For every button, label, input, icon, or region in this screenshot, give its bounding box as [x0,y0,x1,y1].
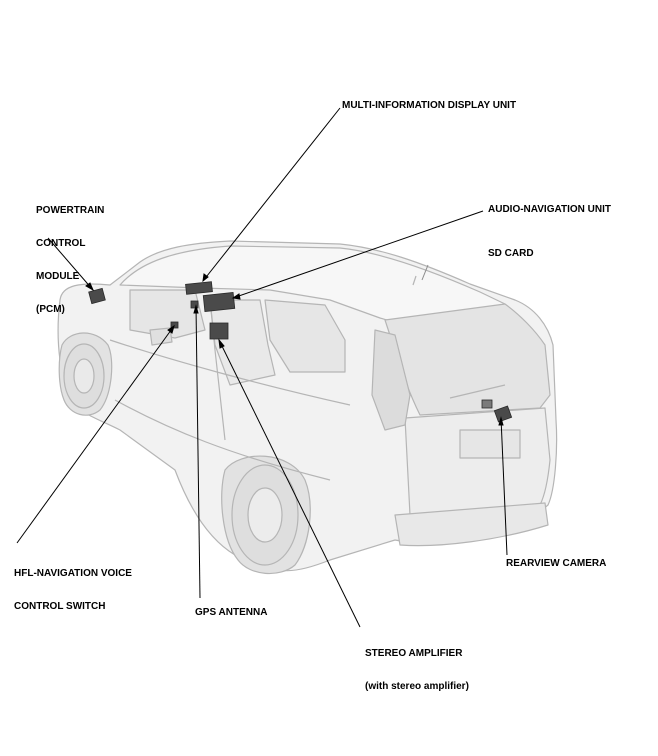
label-audio-nav-unit: AUDIO-NAVIGATION UNIT [488,204,611,215]
roof-antenna [412,275,417,286]
tail-light [371,329,411,431]
rear-wiper [449,384,506,399]
leader-hfl [16,325,175,544]
label-sd-card: SD CARD [488,248,534,259]
gps-antenna-component [190,300,199,309]
leader-rearview-camera [500,417,508,556]
leader-stereo-amp [218,339,361,628]
vehicle-illustration [57,240,558,575]
rear-wheel-hub [247,487,283,543]
body-line-lower [114,399,331,481]
pcm-module [88,287,106,305]
leader-multi-info-display [202,107,341,282]
label-pcm-line4: (PCM) [36,304,65,315]
rear-bumper [394,502,549,547]
leader-lines [16,107,508,628]
label-stereo-amp-line2: (with stereo amplifier) [365,681,469,692]
leader-gps [195,305,201,599]
label-hfl: HFL-NAVIGATION VOICE CONTROL SWITCH [14,546,132,623]
side-mirror [149,327,173,346]
label-stereo-amp: STEREO AMPLIFIER (with stereo amplifier) [365,626,469,703]
label-hfl-line1: HFL-NAVIGATION VOICE [14,568,132,579]
label-pcm-line1: POWERTRAIN [36,205,105,216]
label-multi-info-display: MULTI-INFORMATION DISPLAY UNIT [342,100,517,111]
label-hfl-line2: CONTROL SWITCH [14,601,106,612]
label-stereo-amp-line1: STEREO AMPLIFIER [365,648,463,659]
hfl-switch-component [170,321,179,329]
tailgate [404,407,551,516]
door-seam [209,299,226,441]
rear-license-area [459,429,521,459]
label-rearview-camera: REARVIEW CAMERA [506,558,607,569]
body-line-upper [109,339,351,406]
leader-pcm [47,237,94,291]
rear-side-window [264,299,346,373]
front-wheel-hub [73,358,95,394]
leader-sd-card [421,264,429,281]
label-gps-antenna: GPS ANTENNA [195,607,268,618]
front-side-window [129,289,206,339]
components [88,281,513,423]
label-pcm-line3: MODULE [36,271,80,282]
rear-handle-component [481,399,493,409]
multi-info-display-component [185,281,213,295]
label-pcm: POWERTRAIN CONTROL MODULE (PCM) [36,183,104,326]
label-pcm-line2: CONTROL [36,238,86,249]
leader-audio-nav [232,210,484,299]
stereo-amp-component [209,322,229,340]
audio-nav-unit-component [202,292,236,312]
rearview-camera-component [493,405,513,423]
